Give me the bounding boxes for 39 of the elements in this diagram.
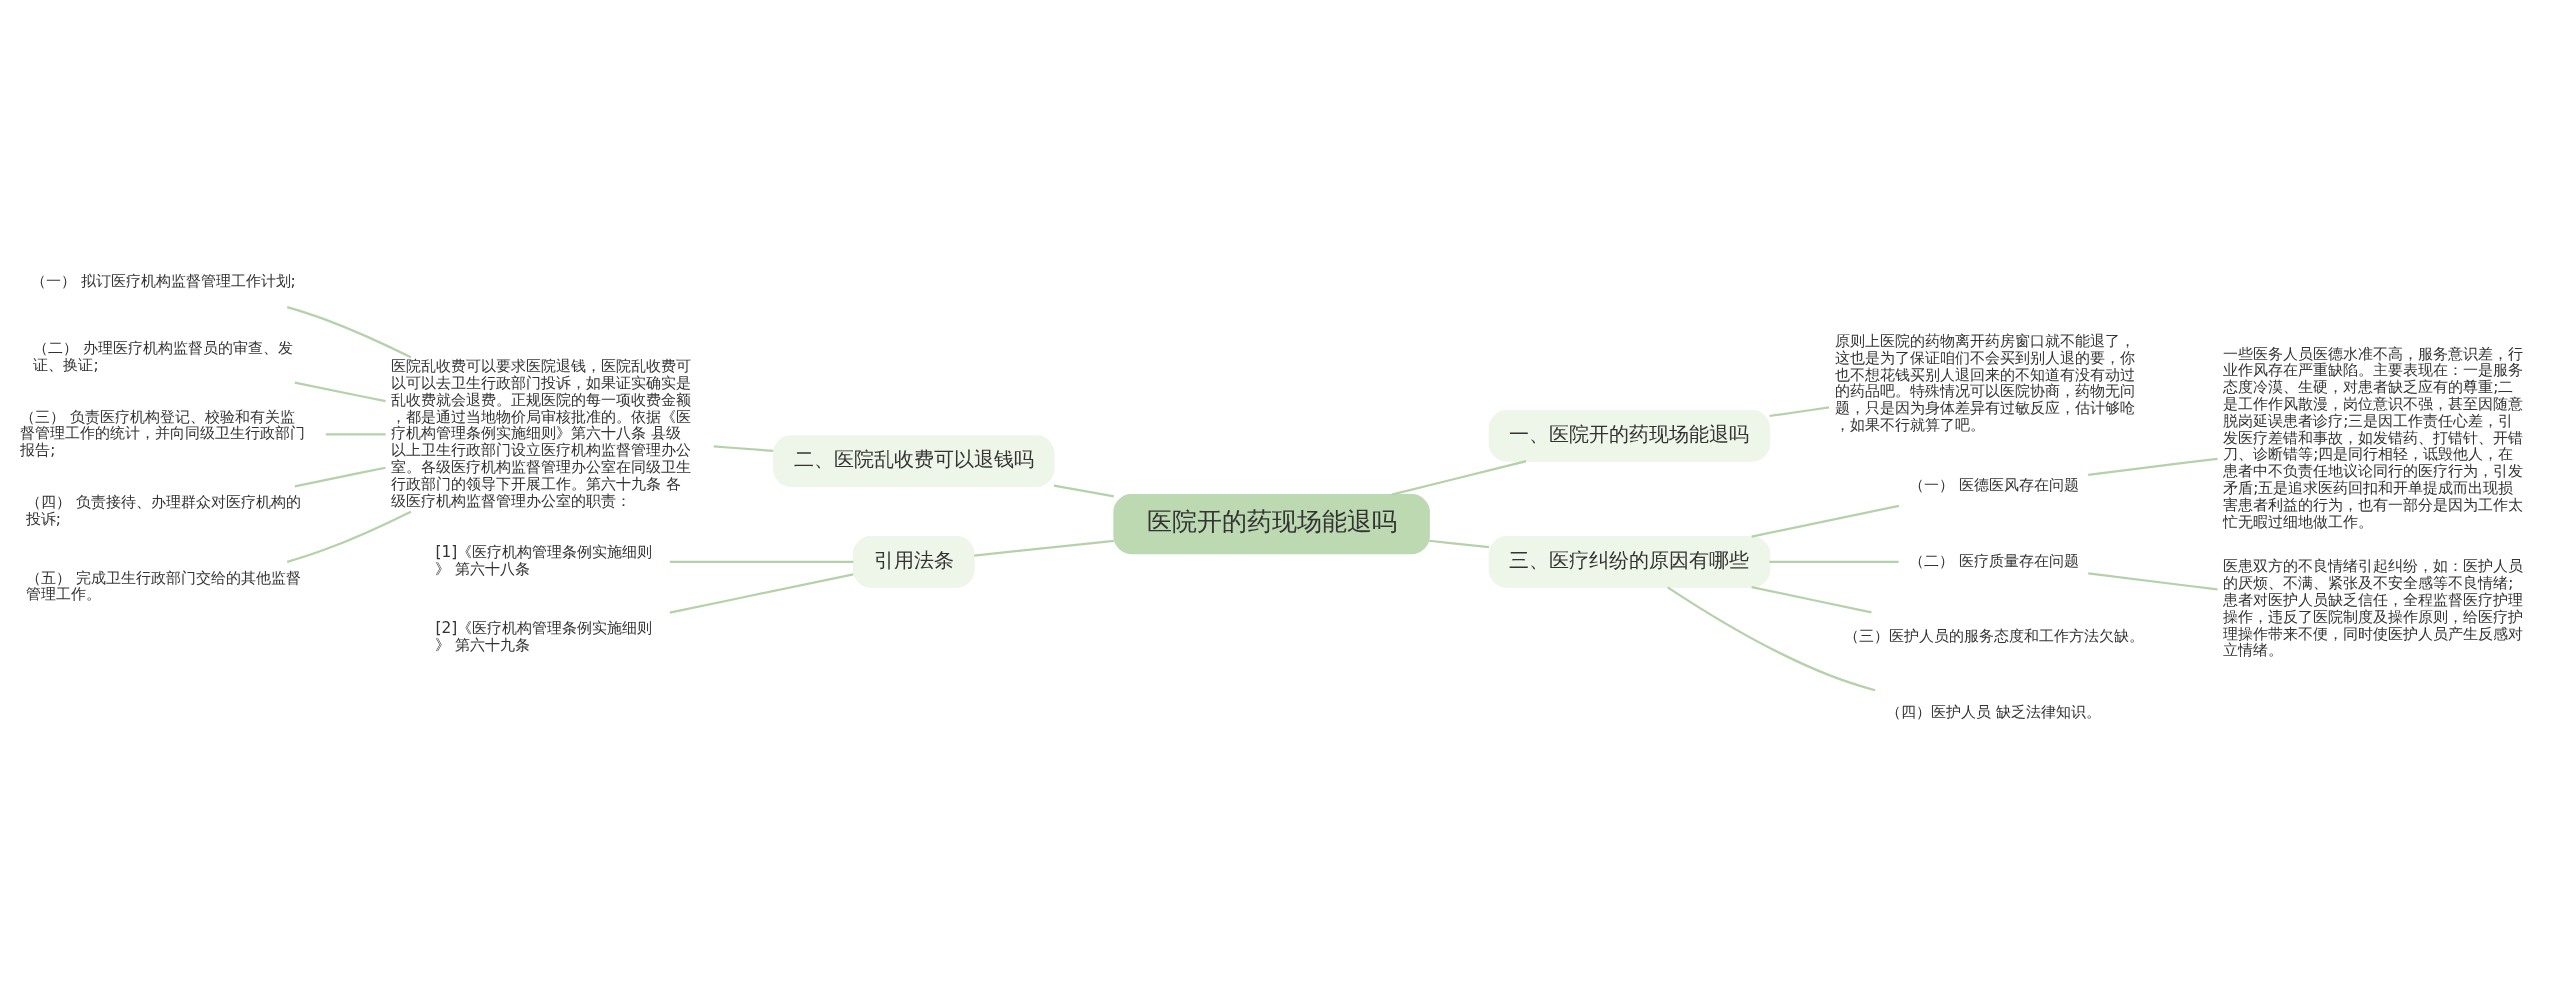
node-text: 一些医务人员医德水准不高，服务意识差，行业作风存在严重缺陷。主要表现在：一是服务态度冷漠、生硬，对患者缺乏应有的尊重;二是工作作风散漫，岗位意识不强，甚至因随意脱岗延误患者诊疗;三是因工作责任心差，引发医疗差错和事故，如发错药、打错针、开错刀、诊断错等;四是同行相轻，诋毁他人，在患者中不负责任地议论同行的医疗行为，引发矛盾;五是追求医药回扣和开单提成而出现损害患者利益的行为，也有一部分是因为工作太忙无暇过细地做工作。 bbox=[2223, 344, 2524, 531]
connector bbox=[1751, 504, 1900, 538]
node-text: （二） 医疗质量存在问题 bbox=[1908, 551, 2079, 570]
node-box: 三、医疗纠纷的原因有哪些 bbox=[1488, 535, 1771, 588]
node-text: 医患双方的不良情绪引起纠纷，如：医护人员的厌烦、不满、紧张及不安全感等不良情绪;患者对医护人员缺乏信任，全程监督医疗护理操作，违反了医院制度及操作原则，给医疗护理操作带来不便，同时使医护人员产生反感对立情绪。 bbox=[2223, 556, 2524, 659]
node-text: （五） 完成卫生行政部门交给的其他监督管理工作。 bbox=[25, 568, 301, 603]
node-text: （一） 拟订医疗机构监督管理工作计划; bbox=[30, 271, 296, 290]
connector bbox=[1769, 405, 1830, 417]
node-box: 一、医院开的药现场能退吗 bbox=[1488, 409, 1771, 462]
node-text: （一） 医德医风存在问题 bbox=[1908, 475, 2079, 494]
node-text: （三） 负责医疗机构登记、校验和有关监督管理工作的统计，并向同级卫生行政部门报告; bbox=[20, 407, 306, 459]
node-text: 原则上医院的药物离开药房窗口就不能退了，这也是为了保证咱们不会买到别人退的要，你也不想花钱买别人退回来的不知道有没有动过的药品吧。特殊情况可以医院协商，药物无问题，只是因为身体差异有过敏反应，估计够呛，如果不行就算了吧。 bbox=[1835, 331, 2136, 434]
node-text: （三）医护人员的服务态度和工作方法欠缺。 bbox=[1843, 626, 2144, 645]
connector bbox=[1053, 484, 1115, 497]
connector bbox=[713, 444, 774, 452]
connector bbox=[2088, 457, 2218, 476]
connector bbox=[286, 510, 412, 563]
node-text: [2]《医疗机构管理条例实施细则》 第六十九条 bbox=[435, 618, 653, 654]
node-text: （二） 办理医疗机构监督员的审查、发证、换证; bbox=[33, 338, 294, 374]
node-text: 医院乱收费可以要求医院退钱，医院乱收费可以可以去卫生行政部门投诉，如果证实确实是乱收费就会退费。正规医院的每一项收费金额，都是通过当地物价局审核批准的。依据《医疗机构管理条例实施细则》第六十八条 县级以上卫生行政部门设立医疗机构监督管理办公室。各级医疗机构监督管理办公室在同级卫生行政部门的领导下开展工作。第六十九条 各级医疗机构监督管理办公室的职责： bbox=[391, 356, 692, 510]
node-box: 医院开的药现场能退吗 bbox=[1113, 493, 1430, 554]
connector bbox=[2088, 571, 2218, 591]
node-text: （四）医护人员 缺乏法律知识。 bbox=[1886, 702, 2102, 721]
connector bbox=[1769, 560, 1899, 563]
connector bbox=[294, 466, 386, 487]
connector bbox=[1429, 539, 1490, 548]
node-text: [1]《医疗机构管理条例实施细则》 第六十八条 bbox=[435, 542, 653, 578]
connector bbox=[294, 381, 386, 402]
connector bbox=[1751, 585, 1872, 613]
node-box: 二、医院乱收费可以退钱吗 bbox=[773, 434, 1055, 487]
node-box: 引用法条 bbox=[852, 535, 975, 588]
connector bbox=[286, 305, 412, 358]
connector bbox=[974, 539, 1114, 557]
connector bbox=[1667, 585, 1876, 691]
connector bbox=[669, 572, 854, 614]
connector bbox=[1391, 459, 1527, 496]
connector bbox=[325, 432, 386, 436]
connector bbox=[669, 560, 854, 563]
node-text: （四） 负责接待、办理群众对医疗机构的投诉; bbox=[25, 492, 301, 528]
